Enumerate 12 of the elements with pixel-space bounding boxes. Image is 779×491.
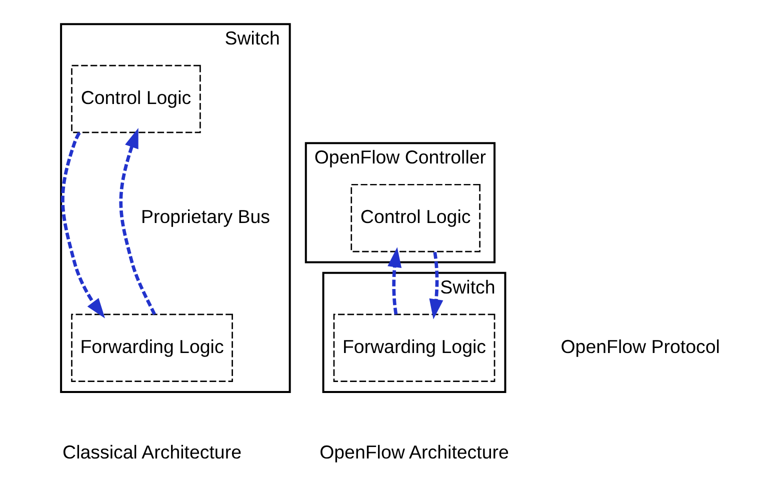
node-box: Forwarding Logic bbox=[71, 314, 233, 382]
arrow bbox=[61, 132, 105, 318]
arrow bbox=[119, 128, 156, 316]
label: OpenFlow Protocol bbox=[560, 336, 720, 357]
arrow bbox=[429, 252, 444, 320]
label: Proprietary Bus bbox=[141, 206, 270, 228]
label: OpenFlow Architecture bbox=[320, 441, 509, 462]
node-box: Control Logic bbox=[71, 64, 201, 134]
arrow bbox=[388, 247, 402, 315]
node-box: Control Logic bbox=[350, 184, 480, 252]
node-box: Forwarding Logic bbox=[333, 314, 496, 382]
label: Classical Architecture bbox=[62, 441, 242, 462]
